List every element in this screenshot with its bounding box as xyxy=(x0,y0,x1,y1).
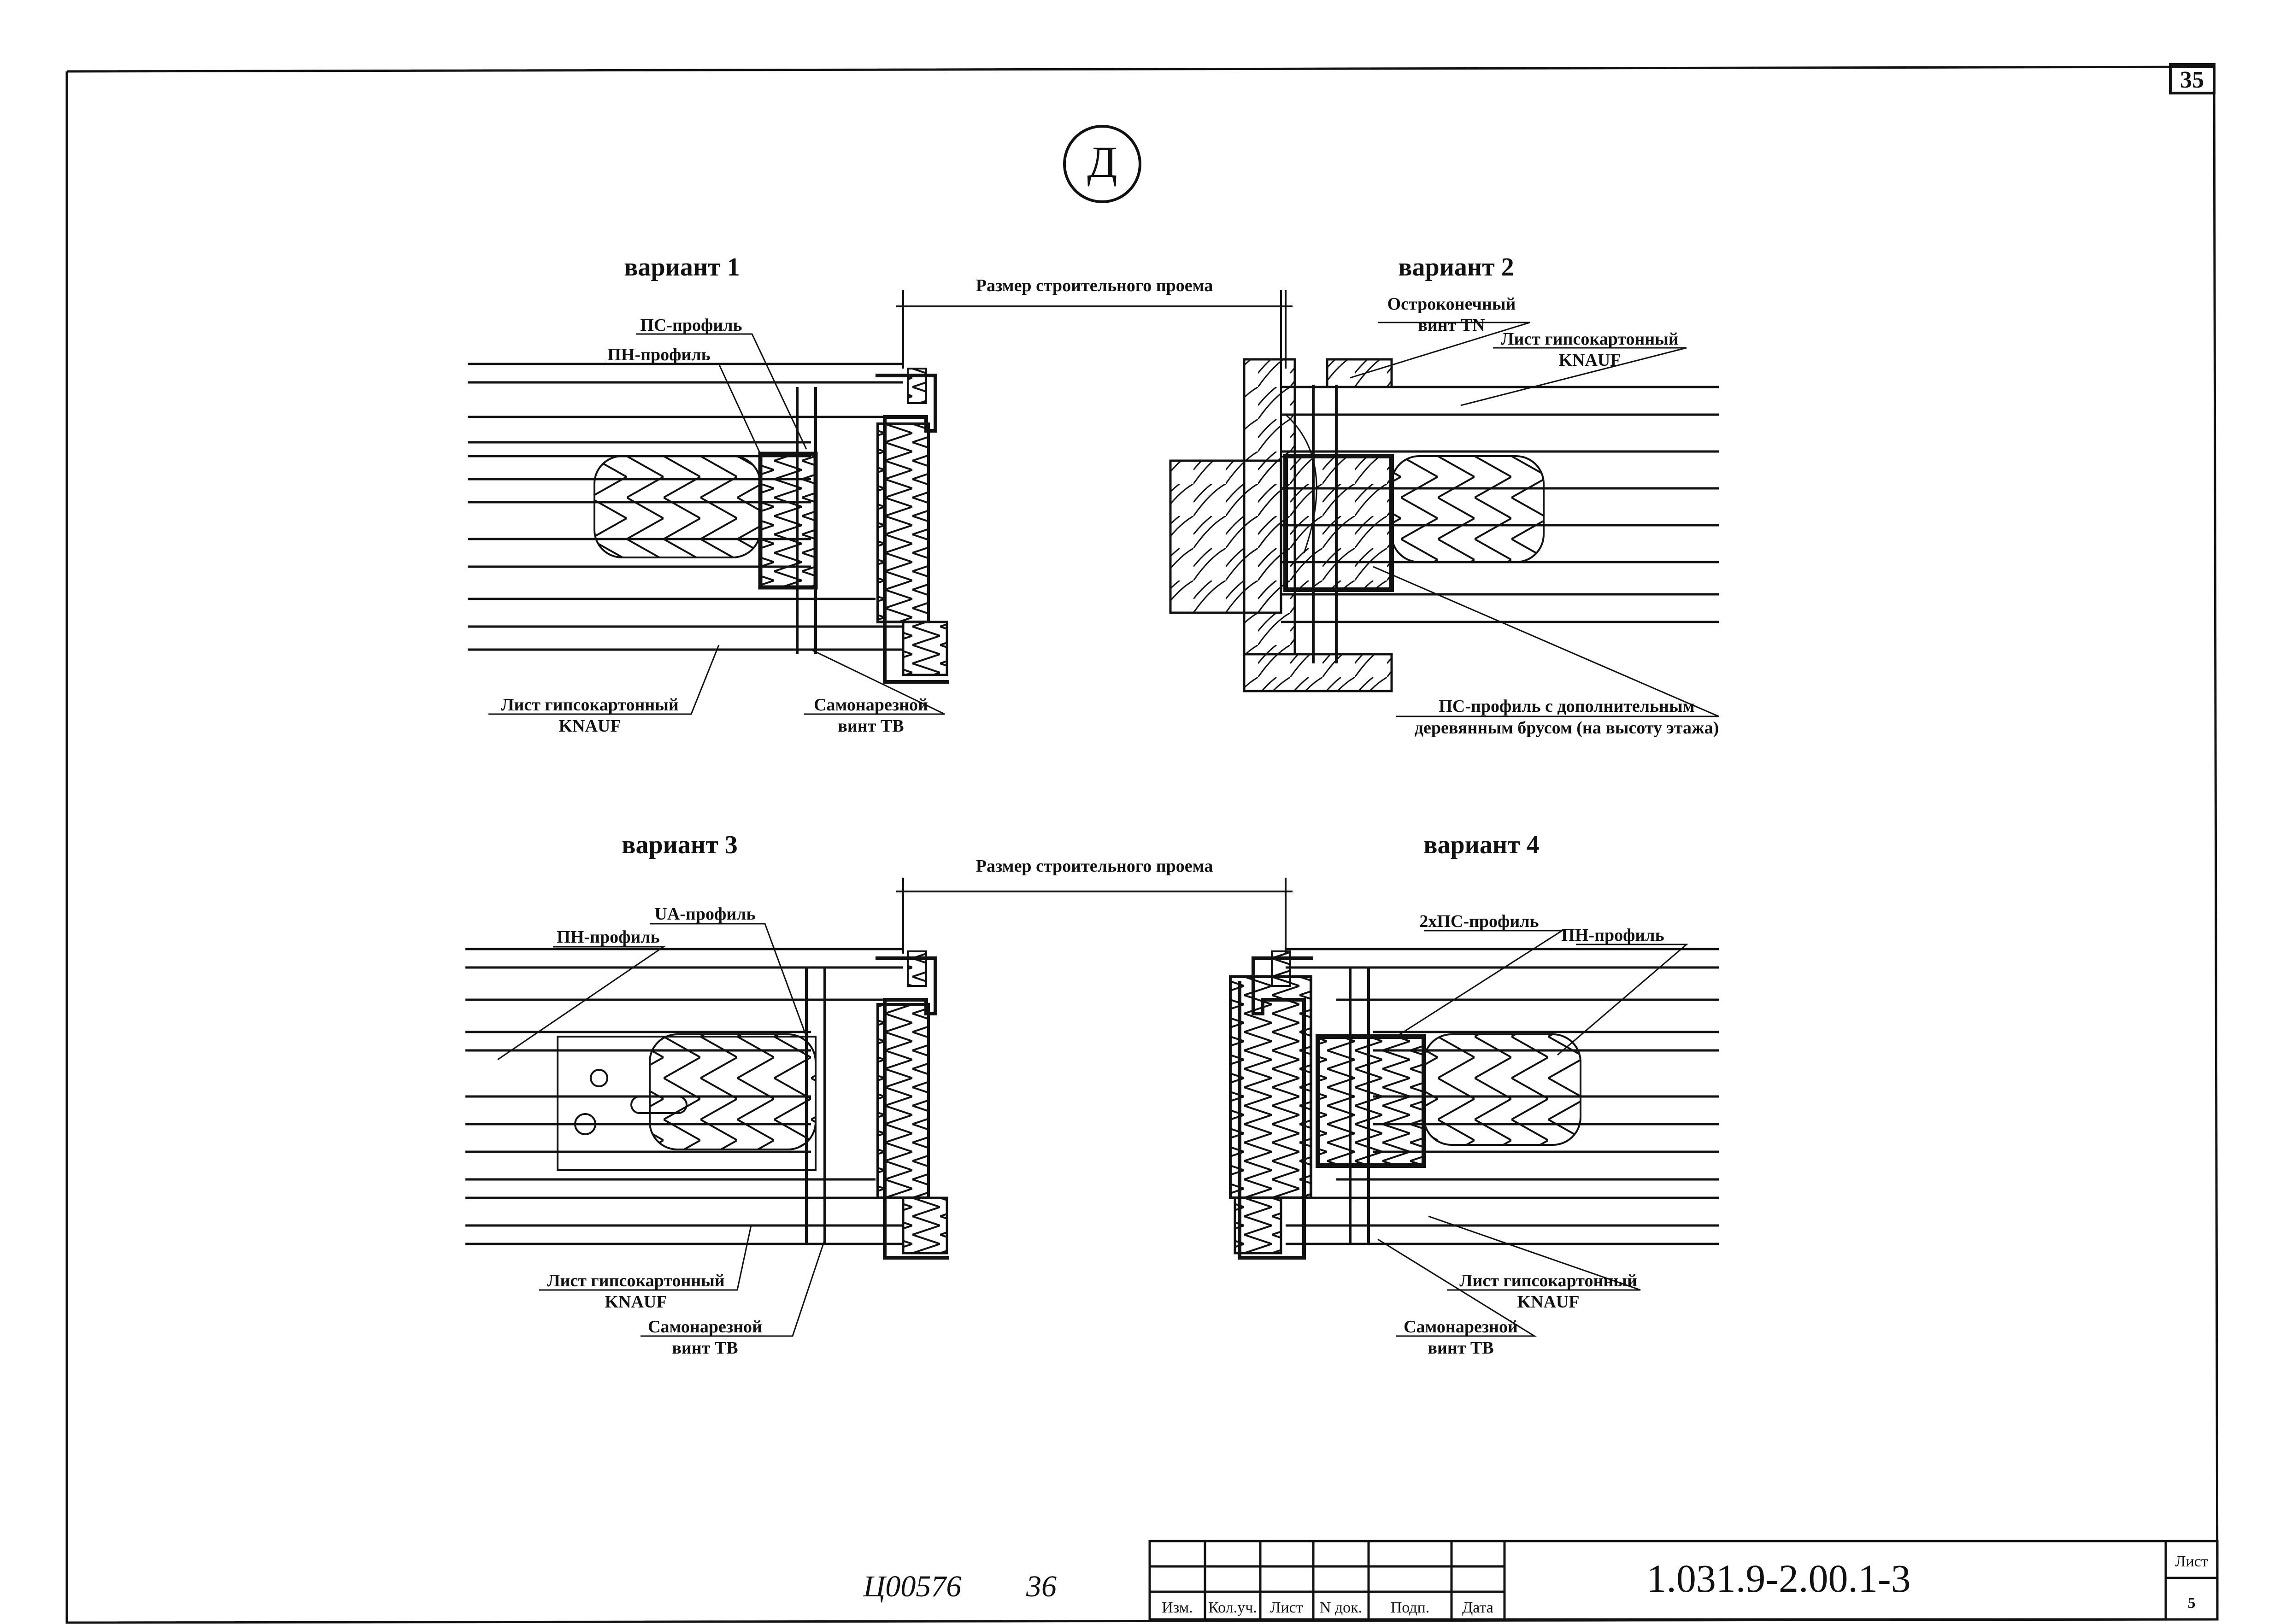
v1-pn-profile-label: ПН-профиль xyxy=(607,345,710,364)
v1-screw-label-line2: винт ТВ xyxy=(838,716,904,736)
v2-ps-label-line1: ПС-профиль с дополнительным xyxy=(1439,697,1694,716)
page-number: 35 xyxy=(2180,67,2204,93)
variant-1-dimension xyxy=(896,290,1293,369)
v1-sheet-label-line2: KNAUF xyxy=(558,716,621,736)
variant-4-title: вариант 4 xyxy=(1423,831,1539,859)
page-number-box: 35 xyxy=(2169,63,2216,94)
detail-mark: Д xyxy=(1063,125,1141,203)
v4-pn-profile-label: ПН-профиль xyxy=(1561,926,1664,945)
sheet-label: Лист xyxy=(2175,1553,2208,1570)
v4-sheet-label-line2: KNAUF xyxy=(1517,1292,1579,1312)
v3-pn-profile-label: ПН-профиль xyxy=(557,927,659,947)
v2-screw-label-line2: винт TN xyxy=(1418,316,1485,335)
variant-3-title: вариант 3 xyxy=(622,831,737,859)
detail-letter: Д xyxy=(1087,137,1117,187)
sheet-frame xyxy=(65,65,2219,1624)
v1-screw-label-line1: Самонарезной xyxy=(814,695,928,715)
v4-screw-label-line2: винт ТВ xyxy=(1428,1338,1493,1358)
v3-screw-label-line2: винт ТВ xyxy=(672,1338,738,1358)
v2-sheet-label-line1: Лист гипсокартонный xyxy=(1501,329,1679,349)
handwritten-number: 36 xyxy=(1026,1570,1057,1603)
stamp-col-date: Дата xyxy=(1462,1599,1493,1616)
stamp-col-change: Изм. xyxy=(1162,1599,1193,1616)
document-code: 1.031.9-2.00.1-3 xyxy=(1646,1556,1910,1601)
stamp-col-sign: Подп. xyxy=(1391,1599,1430,1616)
variant-3-dimension xyxy=(896,878,1293,954)
stamp-col-doc: N док. xyxy=(1320,1599,1362,1616)
title-block: Изм. Кол.уч. Лист N док. Подп. Дата 1.03… xyxy=(1148,1540,2219,1621)
variant-3-section: вариант 3 Размер строительного проема xyxy=(465,831,1293,1358)
v1-sheet-label-line1: Лист гипсокартонный xyxy=(501,695,679,715)
sheet-number: 5 xyxy=(2188,1595,2196,1612)
variant-1-section: вариант 1 Размер строительного проема xyxy=(468,253,1293,736)
v3-sheet-label-line2: KNAUF xyxy=(605,1292,667,1312)
v4-ps2-profile-label: 2хПС-профиль xyxy=(1419,912,1539,931)
v2-screw-label-line1: Остроконечный xyxy=(1387,294,1516,314)
opening-size-label-top: Размер строительного проема xyxy=(976,276,1213,295)
stamp-col-sheet: Лист xyxy=(1270,1599,1303,1616)
v2-sheet-label-line2: KNAUF xyxy=(1558,351,1621,370)
v1-ps-profile-label: ПС-профиль xyxy=(640,316,742,335)
variant-2-title: вариант 2 xyxy=(1398,253,1514,281)
v4-sheet-label-line1: Лист гипсокартонный xyxy=(1459,1271,1637,1290)
variant-2-section: вариант 2 Остроконечный винт TN Лист гип… xyxy=(1169,253,1719,738)
v4-screw-label-line1: Самонарезной xyxy=(1404,1317,1518,1337)
v3-ua-profile-label: UA-профиль xyxy=(654,904,755,924)
variant-4-section: вариант 4 2хПС-профиль ПН-профиль Лист г… xyxy=(1229,831,1719,1358)
stamp-col-count: Кол.уч. xyxy=(1208,1599,1257,1616)
handwritten-inventory-number: Ц00576 xyxy=(863,1570,962,1603)
variant-1-title: вариант 1 xyxy=(624,253,740,281)
v3-sheet-label-line1: Лист гипсокартонный xyxy=(547,1271,725,1290)
v3-screw-label-line1: Самонарезной xyxy=(648,1317,762,1337)
opening-size-label-bottom: Размер строительного проема xyxy=(976,856,1213,876)
v2-ps-label-line2: деревянным брусом (на высоту этажа) xyxy=(1415,718,1719,738)
